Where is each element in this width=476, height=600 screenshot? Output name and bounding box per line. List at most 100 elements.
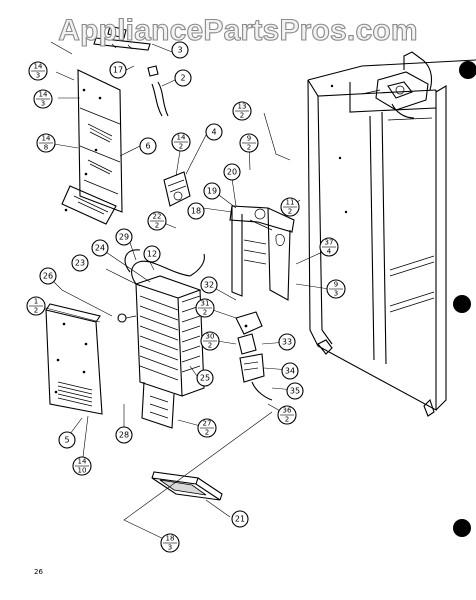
callout-14-3-b: 14 3 — [33, 89, 53, 109]
callout-11-2-den: 2 — [288, 208, 292, 216]
callout-6: 6 — [139, 137, 157, 155]
fan-shroud-assembly — [229, 205, 295, 301]
callout-12-text: 12 — [147, 250, 157, 259]
callout-28-text: 28 — [119, 431, 129, 440]
callout-14-10-num: 14 — [78, 458, 87, 466]
callout-13-2-den: 2 — [240, 112, 244, 120]
callout-18-3-den: 3 — [168, 544, 172, 552]
callout-17-text: 17 — [113, 66, 123, 75]
callout-31-2-den: 2 — [203, 309, 207, 317]
drain-trough-part-21 — [151, 471, 223, 501]
callout-27-2-den: 2 — [205, 429, 209, 437]
callout-14-10: 14 10 — [72, 456, 92, 476]
callout-26: 26 — [39, 267, 57, 285]
callout-9-2-num: 9 — [247, 135, 251, 143]
callout-35: 35 — [286, 382, 304, 400]
callout-1-2-num: 1 — [34, 298, 38, 306]
rear-panel-part-6 — [61, 69, 123, 225]
callout-14-3-a-num: 14 — [34, 63, 43, 71]
page-number: 26 — [34, 568, 43, 576]
callout-5: 5 — [58, 431, 76, 449]
callout-9-3-num: 9 — [334, 281, 338, 289]
callout-14-8-num: 14 — [42, 135, 51, 143]
callout-22-2-num: 22 — [153, 213, 162, 221]
callout-9-2: 9 2 — [239, 133, 259, 153]
callout-14-3-a: 14 3 — [28, 61, 48, 81]
callout-3: 3 — [171, 41, 189, 59]
callout-37-4-den: 4 — [327, 248, 332, 256]
callout-25-text: 25 — [200, 374, 210, 383]
callout-36-2-den: 2 — [285, 416, 289, 424]
callout-34-text: 34 — [285, 367, 295, 376]
callout-28: 28 — [115, 426, 133, 444]
callout-11-2: 11 2 — [280, 197, 300, 217]
callout-14-3-b-den: 3 — [41, 100, 45, 108]
callout-14-8-den: 8 — [44, 144, 48, 152]
callout-13-2: 13 2 — [232, 101, 252, 121]
callout-23-text: 23 — [75, 259, 85, 268]
callout-18-3-num: 18 — [166, 535, 175, 543]
callout-35-text: 35 — [290, 387, 300, 396]
callout-14-2: 14 2 — [171, 132, 191, 152]
callout-36-2-num: 36 — [283, 407, 292, 415]
callout-31-2-num: 31 — [201, 300, 210, 308]
callout-19-text: 19 — [207, 187, 217, 196]
callout-33: 33 — [278, 333, 296, 351]
callout-14-2-den: 2 — [179, 143, 183, 151]
callout-27-2-num: 27 — [203, 420, 212, 428]
callout-19: 19 — [203, 182, 221, 200]
defrost-terminator-assembly — [235, 311, 273, 401]
callout-29-text: 29 — [119, 233, 129, 242]
callout-9-2-den: 2 — [247, 144, 251, 152]
callout-6-text: 6 — [145, 142, 150, 151]
callout-13-2-num: 13 — [238, 103, 247, 111]
callout-14-3-a-den: 3 — [36, 72, 40, 80]
callout-18-text: 18 — [191, 207, 201, 216]
callout-23: 23 — [71, 254, 89, 272]
callout-37-4: 37 4 — [319, 237, 339, 257]
callout-20-text: 20 — [227, 168, 237, 177]
callout-1-2-den: 2 — [34, 307, 38, 315]
callout-2-text: 2 — [180, 74, 185, 83]
callout-9-3-den: 3 — [334, 290, 338, 298]
callout-4-text: 4 — [211, 128, 216, 137]
callout-30-2-den: 2 — [208, 342, 212, 350]
binder-holes — [453, 61, 476, 537]
callout-1-2: 1 2 — [26, 296, 46, 316]
callout-26-text: 26 — [43, 272, 53, 281]
watermark-text: AppliancePartsPros.com — [58, 14, 418, 47]
callout-24-text: 24 — [95, 244, 105, 253]
callout-32-text: 32 — [204, 281, 214, 290]
callout-14-8: 14 8 — [36, 133, 56, 153]
callout-21: 21 — [231, 510, 249, 528]
top-bracket — [93, 25, 169, 117]
callout-12: 12 — [143, 245, 161, 263]
callout-4: 4 — [205, 123, 223, 141]
callout-30-2: 30 2 — [200, 331, 220, 351]
callout-25: 25 — [196, 369, 214, 387]
callout-20: 20 — [223, 163, 241, 181]
callout-30-2-num: 30 — [206, 333, 215, 341]
callout-33-text: 33 — [282, 338, 292, 347]
evaporator-fan-motor — [361, 51, 433, 119]
callout-36-2: 36 2 — [277, 405, 297, 425]
evaporator-coil — [117, 249, 205, 429]
callout-9-3: 9 3 — [326, 279, 346, 299]
callout-5-text: 5 — [64, 436, 69, 445]
callout-3-text: 3 — [177, 46, 182, 55]
callout-31-2: 31 2 — [195, 298, 215, 318]
callout-22-2-den: 2 — [155, 222, 159, 230]
callout-22-2: 22 2 — [147, 211, 167, 231]
callout-17: 17 — [109, 61, 127, 79]
evaporator-cover-part-5 — [45, 303, 103, 415]
callout-34: 34 — [281, 362, 299, 380]
callout-14-10-den: 10 — [78, 467, 87, 475]
callout-2: 2 — [174, 69, 192, 87]
callout-37-4-num: 37 — [325, 239, 334, 247]
callout-11-2-num: 11 — [286, 199, 295, 207]
callout-14-3-b-num: 14 — [39, 91, 48, 99]
damper-control-part-4 — [163, 171, 191, 207]
callout-27-2: 27 2 — [197, 418, 217, 438]
cabinet-liner — [307, 59, 476, 417]
